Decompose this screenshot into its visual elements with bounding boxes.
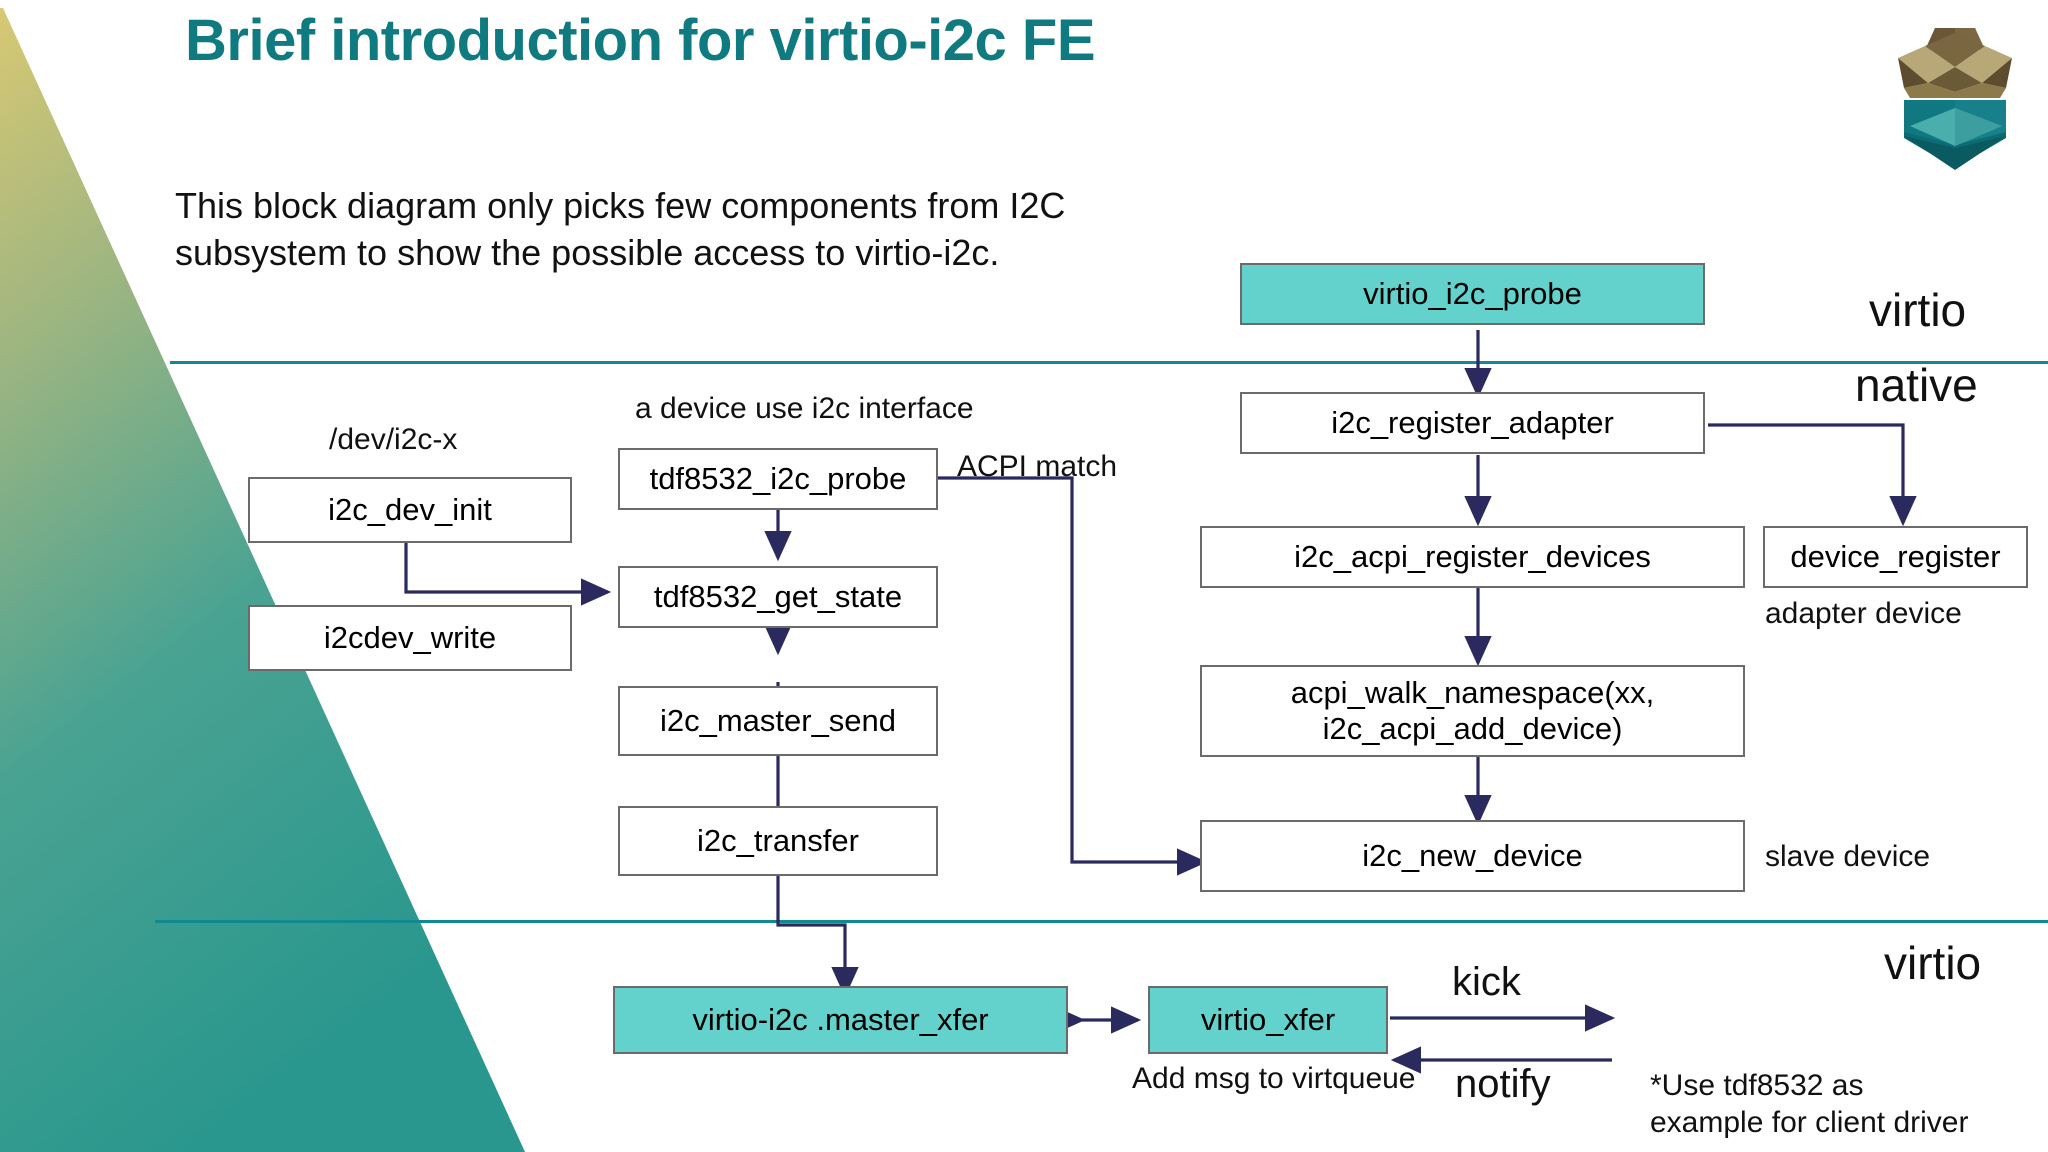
caption-acpi-match: ACPI match bbox=[957, 450, 1118, 483]
caption-notify: notify bbox=[1455, 1062, 1551, 1106]
zone-label-virtio-bottom: virtio bbox=[1884, 937, 1982, 989]
box-virtio_xfer[interactable]: virtio_xfer bbox=[1148, 986, 1388, 1054]
box-virtio_i2c_probe[interactable]: virtio_i2c_probe bbox=[1240, 263, 1705, 325]
box-i2c_acpi_register_devices[interactable]: i2c_acpi_register_devices bbox=[1200, 526, 1745, 588]
box-tdf8532_get_state[interactable]: tdf8532_get_state bbox=[618, 566, 938, 628]
divider-virtio-native bbox=[170, 361, 2048, 364]
caption-footnote: *Use tdf8532 as example for client drive… bbox=[1650, 1069, 1969, 1139]
zone-label-virtio-top: virtio bbox=[1869, 284, 1967, 336]
box-acpi_walk_namespace[interactable]: acpi_walk_namespace(xx, i2c_acpi_add_dev… bbox=[1200, 665, 1745, 757]
wire-acpi-match bbox=[938, 476, 1208, 876]
caption-slave-device: slave device bbox=[1765, 840, 1931, 873]
box-i2c_transfer[interactable]: i2c_transfer bbox=[618, 806, 938, 876]
acorn-logo-icon bbox=[1898, 28, 2012, 170]
box-i2c_master_send[interactable]: i2c_master_send bbox=[618, 686, 938, 756]
box-virtio_i2c_master_xfer[interactable]: virtio-i2c .master_xfer bbox=[613, 986, 1068, 1054]
box-device_register[interactable]: device_register bbox=[1763, 526, 2028, 588]
zone-label-native: native bbox=[1855, 359, 1978, 411]
page-title: Brief introduction for virtio-i2c FE bbox=[185, 8, 1096, 73]
intro-paragraph: This block diagram only picks few compon… bbox=[175, 185, 1066, 273]
box-i2c_dev_init[interactable]: i2c_dev_init bbox=[248, 477, 572, 543]
caption-add-msg: Add msg to virtqueue bbox=[1132, 1062, 1416, 1095]
box-i2cdev_write[interactable]: i2cdev_write bbox=[248, 605, 572, 671]
box-i2c_register_adapter[interactable]: i2c_register_adapter bbox=[1240, 392, 1705, 454]
caption-adapter-device: adapter device bbox=[1765, 597, 1962, 630]
box-tdf8532_i2c_probe[interactable]: tdf8532_i2c_probe bbox=[618, 448, 938, 510]
caption-kick: kick bbox=[1452, 960, 1521, 1004]
caption-device-use-i2c: a device use i2c interface bbox=[635, 392, 974, 425]
box-i2c_new_device[interactable]: i2c_new_device bbox=[1200, 820, 1745, 892]
caption-dev-node: /dev/i2c-x bbox=[329, 423, 458, 456]
wire-register-adapter-to-device-register bbox=[1708, 423, 1917, 527]
divider-native-virtio bbox=[155, 920, 2048, 923]
